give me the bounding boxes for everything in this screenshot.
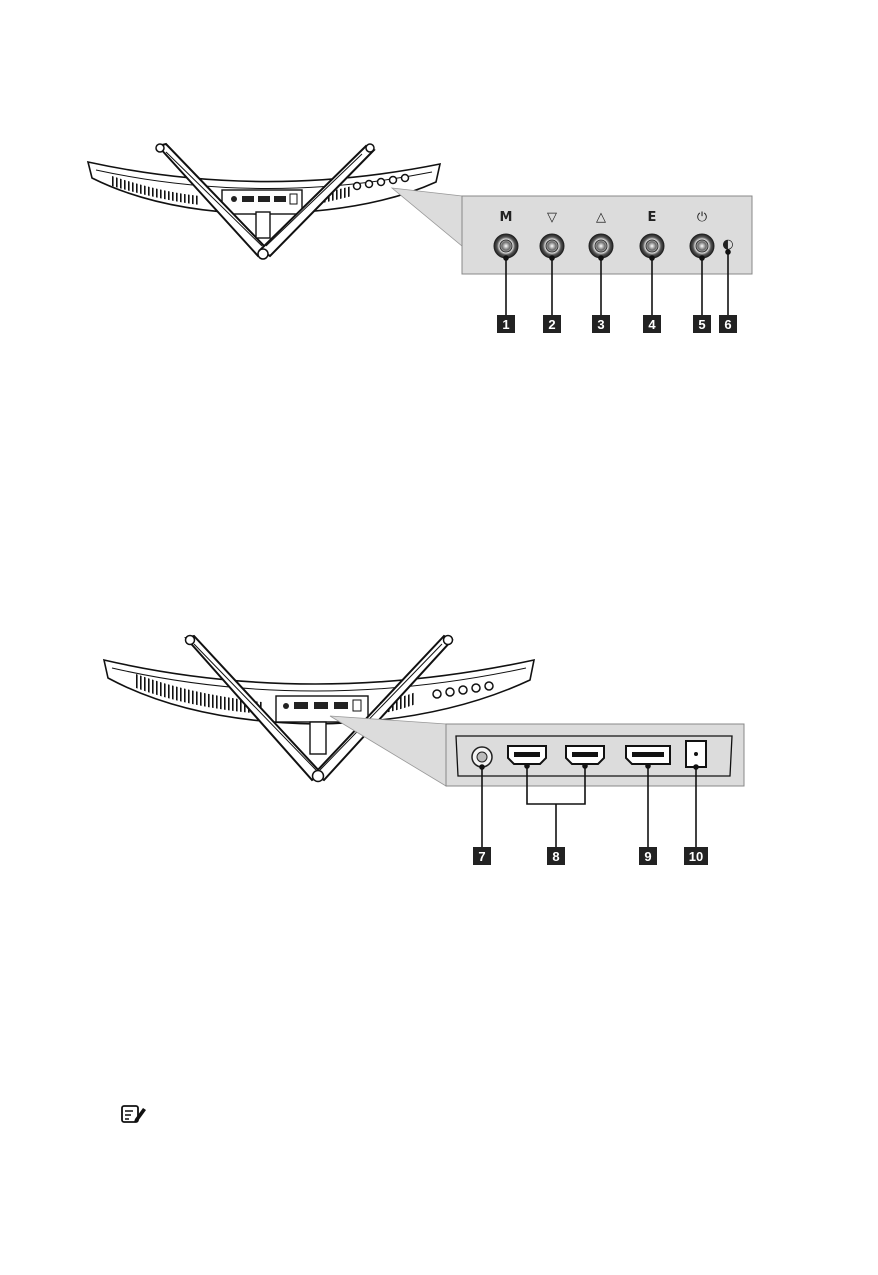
callout-3: 3 [592,315,610,333]
svg-text:5: 5 [698,317,705,332]
monitor-rear-view-top: M ▽ △ E ⏻ ◐ [88,144,752,333]
button-symbol-exit: E [648,210,657,225]
down-button-graphic [540,234,564,258]
callout-4: 4 [643,315,661,333]
callout-5: 5 [693,315,711,333]
exit-button-graphic [640,234,664,258]
callout-9: 9 [639,847,657,865]
callout-7: 7 [473,847,491,865]
note-icon [122,1106,146,1122]
up-button-graphic [589,234,613,258]
hdmi-port-1-graphic [508,746,546,764]
svg-text:8: 8 [552,849,559,864]
svg-text:1: 1 [502,317,509,332]
svg-text:7: 7 [478,849,485,864]
svg-text:9: 9 [644,849,651,864]
svg-text:4: 4 [648,317,656,332]
svg-text:3: 3 [597,317,604,332]
callout-8: 8 [547,847,565,865]
button-symbol-power: ⏻ [697,210,707,225]
monitor-rear-view-bottom: 7 8 9 10 [104,636,744,866]
button-symbol-menu: M [500,210,513,225]
callout-10: 10 [684,847,708,865]
svg-text:10: 10 [689,849,703,864]
menu-button-graphic [494,234,518,258]
dc-power-port-graphic [686,741,706,767]
svg-text:6: 6 [724,317,731,332]
button-symbol-up: △ [596,210,606,225]
hdmi-port-2-graphic [566,746,604,764]
audio-jack-graphic [472,747,492,767]
power-button-graphic [690,234,714,258]
button-symbol-down: ▽ [547,210,557,225]
displayport-graphic [626,746,670,764]
svg-text:2: 2 [548,317,555,332]
callout-1: 1 [497,315,515,333]
callout-2: 2 [543,315,561,333]
callout-6: 6 [719,315,737,333]
